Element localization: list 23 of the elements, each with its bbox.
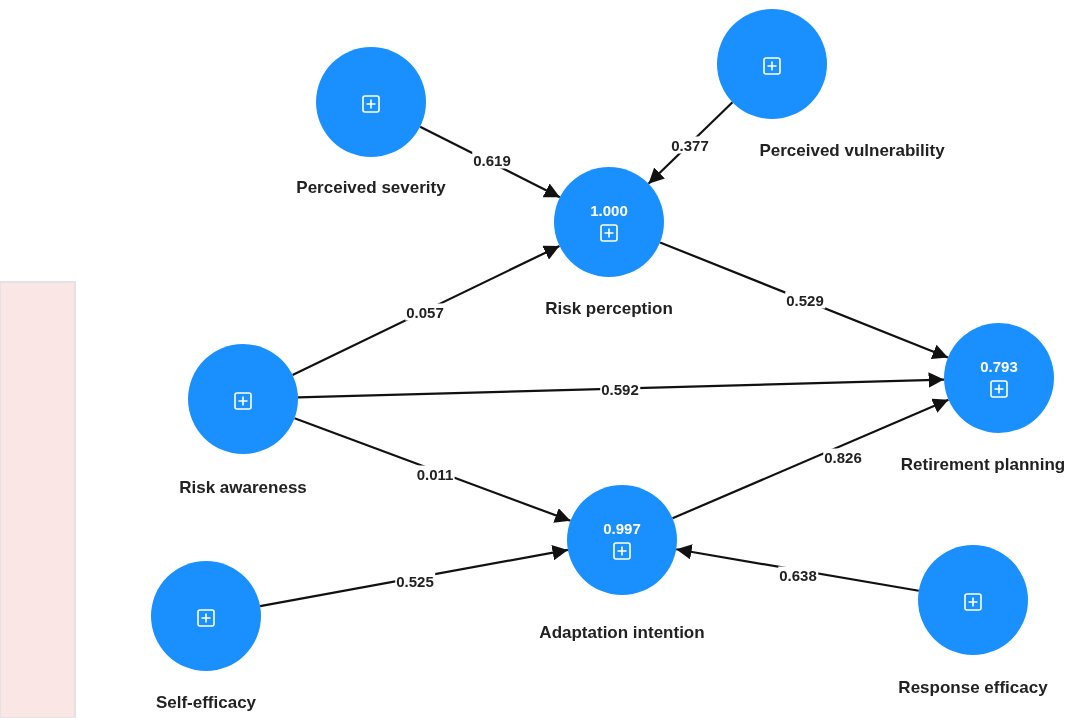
path-arrow (672, 398, 949, 520)
path-coefficient: 0.619 (472, 151, 512, 169)
path-coefficient: 0.525 (395, 572, 435, 590)
construct-label: Self-efficacy (155, 693, 257, 713)
path-coefficient: 0.826 (823, 448, 863, 466)
construct-label: Risk perception (545, 299, 673, 319)
path-coefficient: 0.057 (405, 303, 445, 321)
construct-label: Retirement planning (900, 455, 1066, 475)
path-arrow (292, 244, 560, 377)
r-squared-value: 0.997 (603, 520, 641, 538)
path-arrow (297, 372, 945, 399)
path-coefficient: 0.638 (778, 566, 818, 584)
r-squared-value: 1.000 (590, 202, 628, 220)
construct-label: Perceived severity (296, 178, 446, 198)
path-coefficient: 0.529 (785, 291, 825, 309)
construct-label: Response efficacy (898, 678, 1048, 698)
path-arrow (294, 417, 571, 523)
path-coefficient: 0.377 (670, 136, 710, 154)
path-coefficient: 0.011 (415, 465, 455, 483)
construct-label: Risk awareness (179, 478, 307, 498)
r-squared-value: 0.793 (980, 358, 1018, 376)
construct-label: Adaptation intention (539, 623, 705, 643)
construct-label: Perceived vulnerability (759, 141, 945, 161)
